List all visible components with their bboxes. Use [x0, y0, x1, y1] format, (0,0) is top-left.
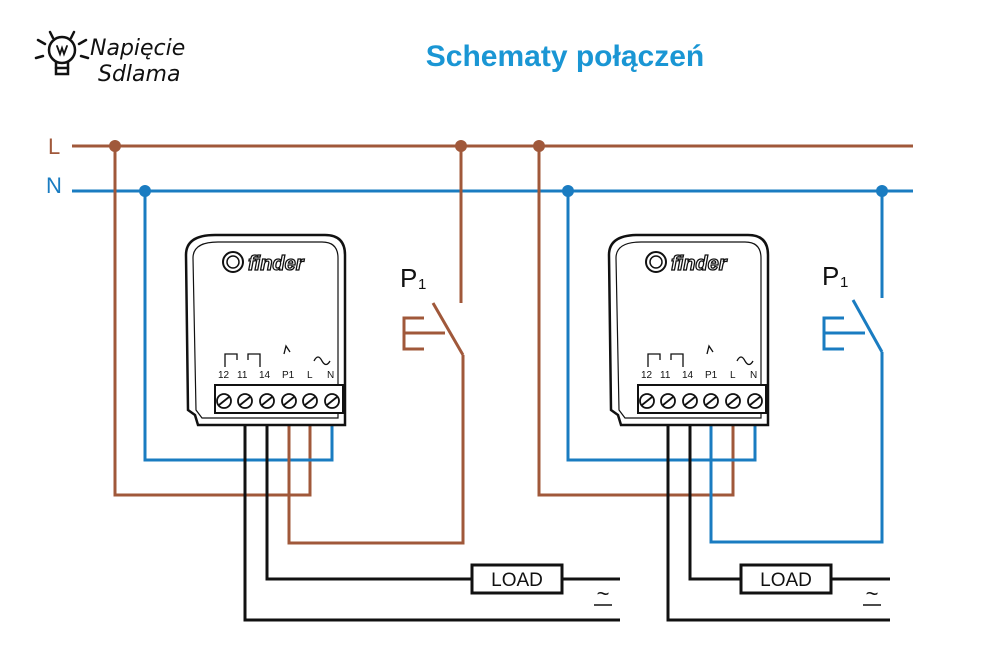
switch-p1-right — [822, 299, 884, 353]
finder-logo-icon — [222, 251, 244, 273]
switch-index-left: 1 — [418, 276, 426, 293]
terminal-label-14: 14 — [682, 370, 694, 381]
switch-label-left: P — [400, 263, 417, 293]
load-box-right — [739, 563, 833, 595]
terminal-label-p1: P1 — [705, 370, 718, 381]
terminal-label-11: 11 — [237, 370, 248, 381]
logo-line-1: Napięcie — [90, 36, 186, 61]
switch-label-right: P — [822, 261, 839, 291]
page-title: Schematy połączeń — [425, 40, 705, 73]
logo: Napięcie Sdlama — [90, 36, 185, 88]
brand-label: finder — [248, 253, 305, 275]
wiring-left — [109, 140, 620, 622]
load-label-right: LOAD — [760, 570, 812, 591]
wiring-right — [533, 140, 890, 622]
terminal-label-12: 12 — [218, 370, 230, 381]
screw-terminals — [639, 393, 763, 409]
load-box-left — [470, 563, 564, 595]
brand-label: finder — [671, 253, 728, 275]
finder-module-right: finder 12 11 14 P1 L N — [607, 233, 770, 427]
terminal-label-12: 12 — [641, 370, 653, 381]
lightbulb-icon — [34, 30, 90, 76]
screw-terminals — [216, 393, 340, 409]
terminal-label-l: L — [730, 370, 736, 381]
terminal-label-n: N — [750, 370, 757, 381]
ac-symbol-left: ~ — [597, 581, 610, 606]
switch-p1-left — [402, 302, 465, 356]
terminal-label-p1: P1 — [282, 370, 295, 381]
terminal-label-14: 14 — [259, 370, 271, 381]
finder-logo-icon — [645, 251, 667, 273]
phase-line-label: L — [48, 134, 60, 159]
logo-line-2: Sdlama — [98, 62, 181, 87]
ac-symbol-right: ~ — [866, 581, 879, 606]
neutral-line-label: N — [46, 173, 62, 198]
load-label-left: LOAD — [491, 570, 543, 591]
terminal-label-11: 11 — [660, 370, 671, 381]
finder-module-left: finder 12 11 14 P1 L N — [184, 233, 347, 427]
terminal-label-n: N — [327, 370, 334, 381]
switch-index-right: 1 — [840, 274, 848, 291]
terminal-label-l: L — [307, 370, 313, 381]
